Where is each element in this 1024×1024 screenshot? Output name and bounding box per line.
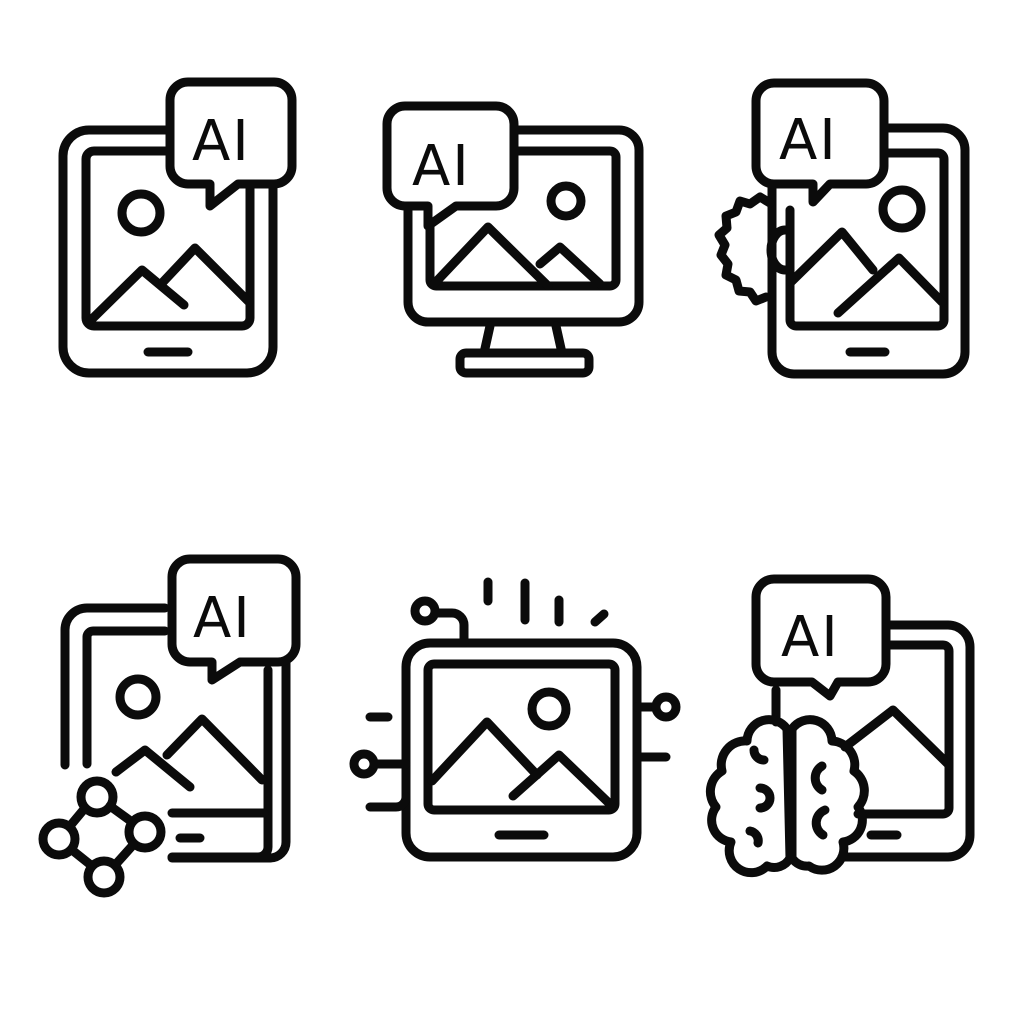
ai-image-tablet-network-icon: AI xyxy=(0,0,340,920)
ai-image-tablet-brain-icon: AI xyxy=(705,574,975,878)
ai-image-tablet-icon: AI xyxy=(0,0,340,420)
ai-image-tablet-gear-icon: AI xyxy=(0,0,1024,420)
ai-badge-text: AI xyxy=(193,586,252,651)
ai-badge-text: AI xyxy=(412,134,471,199)
ai-badge-text: AI xyxy=(779,108,838,173)
ai-image-chip-icon xyxy=(349,577,681,862)
ai-image-monitor-icon: AI xyxy=(0,0,700,420)
ai-badge-text: AI xyxy=(192,109,251,174)
ai-badge-text: AI xyxy=(781,605,840,670)
